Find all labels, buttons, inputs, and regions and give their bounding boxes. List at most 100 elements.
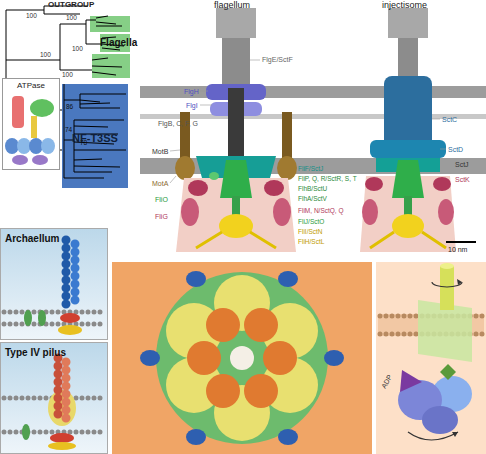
group-label: OUTGROUP [48,1,94,9]
injectisome-panel [370,140,446,158]
atpase-ring-structure [186,429,206,445]
leader-lines [170,150,180,151]
flagellum-panel [181,198,199,226]
flagellum-panel [210,102,262,116]
atpase-ring-structure [112,262,372,454]
group-label: Flagella [100,38,137,48]
atpase-ring-structure [166,303,222,359]
atpase-ring-structure [214,385,270,441]
support-value: 74 [65,127,72,134]
rotary-atpase-sketch [376,262,486,454]
support-value: 100 [40,52,51,59]
leader-lines [440,149,446,150]
injectisome-panel [360,8,476,252]
support-value: 100 [66,15,77,22]
part-name: SctJ [455,161,469,168]
structure-title: injectisome [382,1,427,10]
injectisome-panel [384,76,432,150]
clade-shading [90,16,130,32]
flagellum-panel [277,156,297,180]
injectisome-panel [392,160,424,198]
atpase-ring-structure [263,341,297,375]
atpase-ring-structure [230,346,254,370]
injectisome-panel [365,177,383,191]
flagellum-panel [140,86,486,98]
rotary-atpase-sketch [440,263,454,269]
flagellum-panel [216,8,256,38]
part-name: FliH/SctL [298,239,324,246]
atpase-ring-structure [278,271,298,287]
part-name: MotA [152,180,168,187]
atpase-ring-structure [278,429,298,445]
part-name: FliI/SctN [298,229,323,236]
tree-branches [6,20,102,70]
injectisome-panel [438,199,454,225]
flagellum-panel [206,84,266,100]
scale-bar-label: 10 nm [448,246,467,253]
injectisome-panel [388,8,428,38]
atpase-ring-structure [324,350,344,366]
part-name: FliP, Q, R/SctR, S, T [298,176,357,183]
part-name: FliG [155,213,168,220]
injectisome-panel [404,196,412,216]
flagellum-panel [188,180,208,196]
flagellum-panel [282,112,292,162]
flagellum-panel [228,88,244,160]
rotary-atpase-sketch [440,364,456,380]
rotary-atpase-sketch [398,380,442,420]
leader-lines [170,176,176,183]
support-value: 100 [72,46,83,53]
leader-lines [200,91,208,92]
atpase-ring-structure [262,303,318,359]
part-name: FliO [155,196,168,203]
part-name: FlhA/SctV [298,196,327,203]
leader-lines [170,60,446,183]
injectisome-panel [392,214,424,238]
atpase-ring-structure [112,262,372,454]
system-panel: Archaellum [0,228,108,340]
injectisome-panel [362,199,378,225]
node-label: NF-T3SS [62,132,128,144]
leader-lines [250,60,260,61]
flagellum-panel [219,214,253,238]
clade-box: NF-T3SS [62,84,128,188]
atpase-ring-structure [206,308,240,342]
flagellum-panel [209,172,219,180]
clade-shading [92,54,130,78]
system-panel: Type IV pilus [0,342,108,454]
flagellum-panel [222,8,250,88]
node-label: ATPase [3,81,59,90]
inset-panel: ATPase [2,78,60,170]
injectisome-panel [360,176,456,252]
node-label: Archaellum [5,233,107,244]
flagellum-panel [232,196,240,216]
flagellum-panel [196,232,276,248]
flagellum-panel [220,160,252,198]
rotary-atpase-sketch [440,266,454,310]
structure-title: flagellum [214,1,250,10]
support-value: 78 [80,140,87,147]
node-label: Type IV pilus [5,347,107,358]
flagellum-panel [176,178,296,252]
support-value: 86 [66,104,73,111]
rotary-atpase-sketch [452,432,458,437]
rotary-atpase-sketch [418,300,472,362]
part-name: FlgH [184,88,199,95]
flagellum-panel [140,8,486,252]
flagellum-panel [273,198,291,226]
part-name: FliF/SctJ [298,166,323,173]
flagellum-panel [196,156,276,178]
injectisome-panel [446,241,476,243]
atpase-ring-structure [186,271,206,287]
flagellum-panel [264,180,284,196]
part-name: FlhB/SctU [298,186,327,193]
part-name: FlgI [186,102,198,109]
rotary-atpase-sketch [380,314,484,319]
rotary-atpase-sketch [432,282,462,287]
leader-lines [432,119,440,120]
part-name: FliJ/SctO [298,219,324,226]
atpase-ring-structure [140,350,160,366]
part-name: SctD [448,146,463,153]
injectisome-panel [433,177,451,191]
